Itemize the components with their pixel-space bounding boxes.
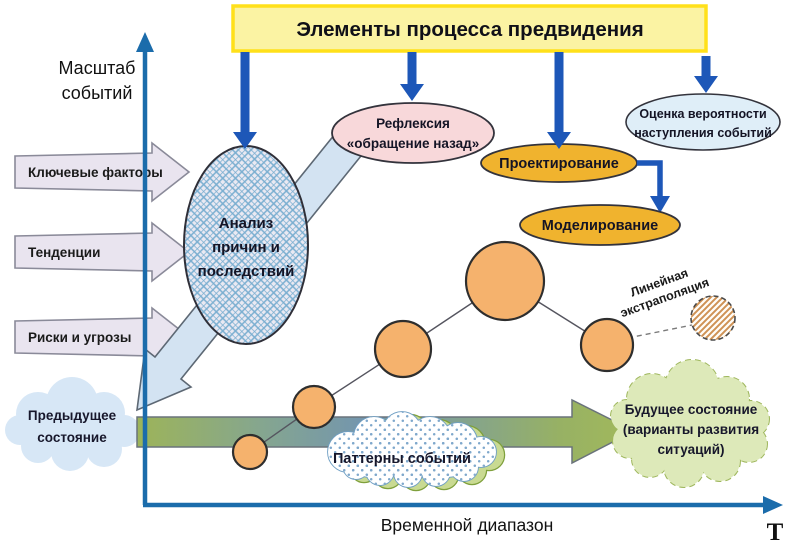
y-axis-label-2: событий [62,83,133,103]
cloud-future-label-3: ситуаций) [658,442,725,457]
extrapolation-dashed-line [627,324,693,339]
y-axis-arrowhead [136,32,154,52]
node-modeling-label: Моделирование [542,218,658,234]
cloud-patterns: Паттерны событий [327,411,497,488]
extrapolation-circle [690,295,736,341]
event-circle-2 [291,384,337,430]
event-circle-1 [231,433,269,471]
node-reflection-label-2: «обращение назад» [347,136,479,151]
node-reflection-label-1: Рефлексия [376,116,450,131]
node-probability: Оценка вероятности наступления событий [625,93,781,151]
event-circle-4 [464,240,546,322]
node-analysis: Анализ причин и последствий [183,145,309,345]
page-title: Элементы процесса предвидения [296,18,643,41]
x-axis-label: Временной диапазон [381,515,554,535]
node-reflection: Рефлексия «обращение назад» [331,102,495,164]
x-axis-time-symbol: Т [767,519,784,546]
down-arrow-to-probability [694,56,718,93]
node-analysis-label-3: последствий [198,263,295,280]
title-down-arrows [233,52,718,149]
node-modeling: Моделирование [519,204,681,246]
cloud-previous-state [5,377,140,471]
down-arrow-to-design [547,52,571,149]
input-arrow-risks-label: Риски и угрозы [28,330,131,345]
title-box: Элементы процесса предвидения [231,4,708,53]
node-design: Проектирование [480,143,638,183]
axes [136,32,783,514]
cloud-future-label-2: (варианты развития [623,422,759,437]
event-circle-3 [373,319,433,379]
event-circle-5 [579,317,635,373]
node-probability-label-1: Оценка вероятности [639,107,766,121]
node-analysis-label-1: Анализ [219,215,273,232]
event-circles [231,240,635,471]
down-arrow-to-reflection [400,52,424,101]
cloud-patterns-label: Паттерны событий [333,451,471,467]
node-design-label: Проектирование [499,156,619,172]
y-axis-label-1: Масштаб [58,58,135,78]
cloud-future-label-1: Будущее состояние [625,402,758,417]
x-axis-arrowhead [763,496,783,514]
down-arrow-to-analysis [233,52,257,149]
input-arrow-key-factors-label: Ключевые факторы [28,165,163,180]
node-probability-label-2: наступления событий [634,126,772,140]
design-to-modeling-arrowhead [650,196,670,213]
design-to-modeling-connector [637,160,663,197]
input-arrow-trends-label: Тенденции [28,245,100,260]
cloud-previous-label-1: Предыдущее [28,408,117,423]
cloud-previous-label-2: состояние [37,430,107,445]
node-analysis-label-2: причин и [212,239,280,256]
title-box-rect [231,4,708,53]
cloud-future-state: Будущее состояние (варианты развития сит… [610,359,770,488]
